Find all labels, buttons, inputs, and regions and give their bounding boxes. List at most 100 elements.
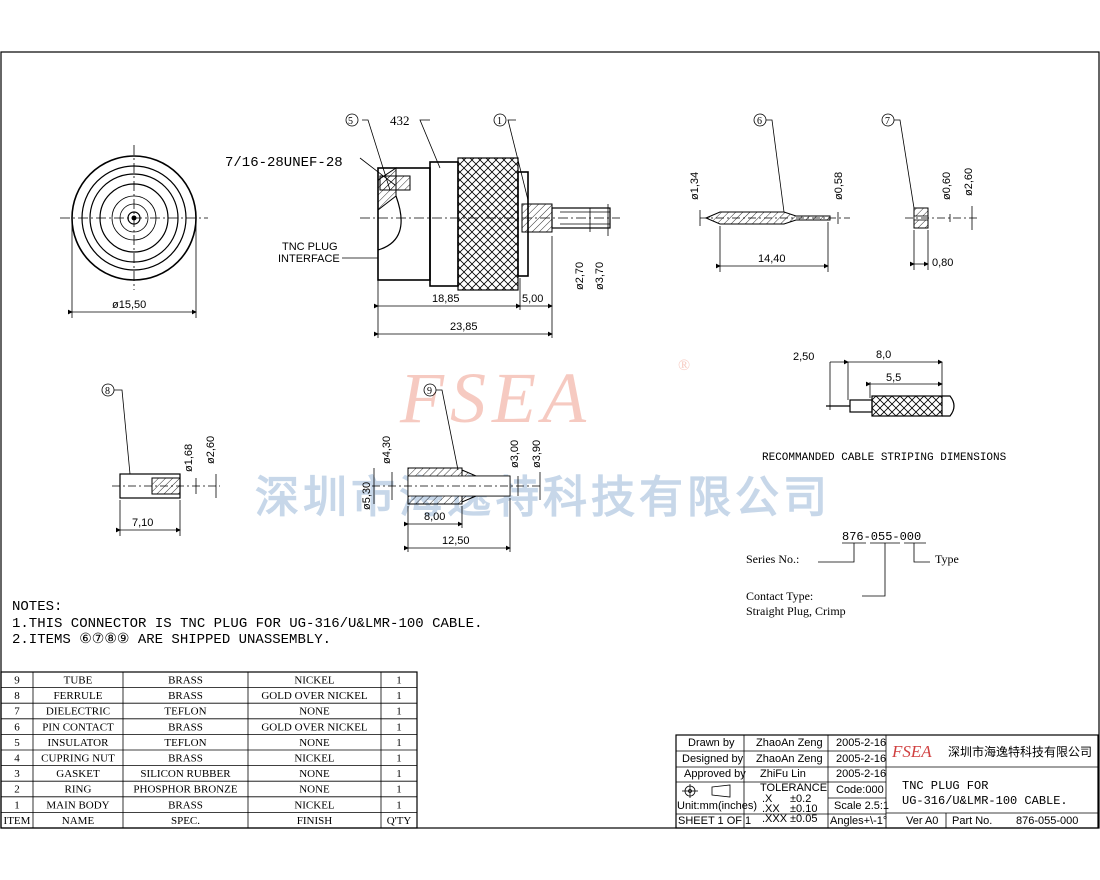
tol-xxx-val: ±0.05 [790,813,817,825]
bom-cell: NICKEL [294,799,335,811]
bom-cell: SILICON RUBBER [140,768,231,780]
bom-cell: NONE [299,706,330,718]
bom-cell: CUPRING NUT [41,753,115,765]
bom-cell: NONE [299,768,330,780]
bom-cell: 1 [396,799,402,811]
bom-header-cell: Q'TY [387,815,412,827]
bom-cell: GASKET [56,768,100,780]
bom-cell: 1 [396,721,402,733]
tol-x-val: ±0.2 [790,793,811,805]
units: Unit:mm(inches) [677,800,757,812]
contact-label: Contact Type: [746,589,813,603]
part-number-legend: 876-055-000 Series No.: Type Contact Typ… [746,530,959,618]
dim-diel-260: ø2,60 [963,168,975,196]
bom-cell: TUBE [64,675,93,687]
tol-xx: .XX [762,803,780,815]
dim-fer-530: ø5,30 [361,482,373,510]
bom-cell: TEFLON [164,706,206,718]
bom-cell: 1 [14,799,20,811]
callout-6: 6 [757,116,762,127]
callout-9: 9 [427,386,432,397]
bom-cell: PHOSPHOR BRONZE [133,784,237,796]
tolerance-label: TOLERANCE [760,782,827,794]
dim-diel-len: 0,80 [932,257,953,269]
bom-cell: 6 [14,721,20,733]
dim-pin-058: ø0,58 [833,172,845,200]
callout-1: 1 [497,116,502,127]
dim-fer-300: ø3,00 [509,440,521,468]
tube-view: 9 ø5,30 ø4,30 ø3,00 ø3,90 8,00 12,50 [361,383,543,552]
dim-diel-060: ø0,60 [941,172,953,200]
watermark-registered: ® [678,357,690,374]
bom-cell: BRASS [168,675,203,687]
dim-ring-168: ø1,68 [183,444,195,472]
bom-cell: RING [65,784,92,796]
pin-contact-view: 6 14,40 ø1,34 ø0,58 [689,113,850,272]
watermark-logo: FSEA [399,358,592,438]
drawn-date: 2005-2-16 [836,737,886,749]
bom-cell: 7 [14,706,20,718]
approved-label: Approved by [684,768,746,780]
drawn-name: ZhaoAn Zeng [756,737,823,749]
callout-7: 7 [885,116,890,127]
dim-pin-134: ø1,34 [689,172,701,200]
dim-ring-260: ø2,60 [205,436,217,464]
main-assembly: 18,85 5,00 23,85 ø2,70 ø3,70 7/16-28UNEF… [225,113,620,338]
bom-cell: GOLD OVER NICKEL [261,721,368,733]
bom-cell: NICKEL [294,753,335,765]
notes: NOTES: 1.THIS CONNECTOR IS TNC PLUG FOR … [12,599,482,648]
drawn-label: Drawn by [688,737,735,749]
strip-view: 2,50 8,0 5,5 RECOMMANDED CABLE STRIPING … [762,349,1007,464]
contact-value: Straight Plug, Crimp [746,604,846,618]
projection-cone-icon [711,784,731,798]
bom-cell: 4 [14,753,20,765]
approved-name: ZhiFu Lin [760,768,806,780]
bom-cell: INSULATOR [48,737,110,749]
bom-cell: 3 [14,768,20,780]
title-block-company: 深圳市海逸特科技有限公司 [948,744,1092,759]
part-code: 876-055-000 [842,530,921,544]
bom-cell: 1 [396,753,402,765]
notes-title: NOTES: [12,599,62,615]
bom-cell: 5 [14,737,20,749]
bom-cell: BRASS [168,690,203,702]
bom-cell: DIELECTRIC [46,706,110,718]
dim-front-dia: ø15,50 [112,299,146,311]
scale: Scale 2.5:1 [834,800,889,812]
bom-cell: PIN CONTACT [42,721,114,733]
thread-label: 7/16-28UNEF-28 [225,155,343,171]
notes-line1: 1.THIS CONNECTOR IS TNC PLUG FOR UG-316/… [12,616,482,632]
sheet-border [0,51,1100,829]
bom-cell: BRASS [168,753,203,765]
dim-fer-800: 8,00 [424,511,445,523]
title-block-logo: FSEA [891,742,932,761]
bom-cell: 2 [14,784,20,796]
bom-header-cell: SPEC. [171,815,200,827]
interface-label-1: TNC PLUG [282,241,338,253]
dim-strip-55: 5,5 [886,372,901,384]
bom-cell: FERRULE [54,690,103,702]
sheet: SHEET 1 OF 1 [678,815,751,827]
dim-fer-1250: 12,50 [442,535,470,547]
interface-label-2: INTERFACE [278,253,340,265]
bom-cell: 1 [396,784,402,796]
product-line2: UG-316/U&LMR-100 CABLE. [902,794,1068,808]
dim-len-1885: 18,85 [432,293,460,305]
bom-cell: 8 [14,690,20,702]
bom-header-cell: NAME [62,815,95,827]
approved-date: 2005-2-16 [836,768,886,780]
series-label: Series No.: [746,552,799,566]
dim-dia-270: ø2,70 [574,262,586,290]
product-line1: TNC PLUG FOR [902,779,988,793]
bom-cell: TEFLON [164,737,206,749]
bom-cell: 1 [396,675,402,687]
bom-cell: 1 [396,690,402,702]
dim-fer-390: ø3,90 [531,440,543,468]
bom-cell: BRASS [168,721,203,733]
callout-8: 8 [105,386,110,397]
watermark: FSEA ® 深圳市海逸特科技有限公司 [255,357,827,522]
bom-cell: BRASS [168,799,203,811]
bom-cell: 9 [14,675,20,687]
type-label: Type [935,552,959,566]
notes-line2: 2.ITEMS ⑥⑦⑧⑨ ARE SHIPPED UNASSEMBLY. [12,632,331,648]
